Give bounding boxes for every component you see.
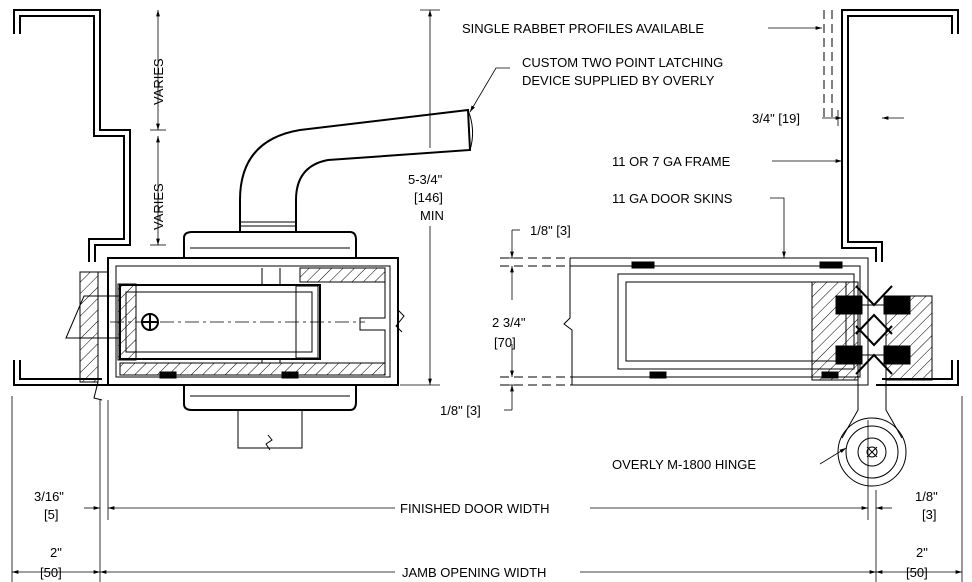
- latch-handle: [239, 108, 474, 232]
- right-frame: [823, 9, 959, 386]
- left-jamb-mm: [50]: [40, 565, 62, 580]
- latch-label-line1: CUSTOM TWO POINT LATCHING: [522, 55, 723, 70]
- right-clear-mm: [3]: [922, 507, 936, 522]
- latch-label-line2: DEVICE SUPPLIED BY OVERLY: [522, 73, 715, 88]
- right-jamb-mm: [50]: [906, 565, 928, 580]
- skin-bottom-dimension: 1/8" [3]: [440, 403, 481, 418]
- thickness-mm: [70]: [494, 335, 516, 350]
- latch-body: [65, 257, 405, 401]
- left-frame: [13, 9, 131, 386]
- varies-mid-label: VARIES: [151, 183, 166, 230]
- finished-width-label: FINISHED DOOR WIDTH: [400, 501, 550, 516]
- skin-top-dimension: 1/8" [3]: [530, 223, 571, 238]
- height-dimension-mm: [146]: [414, 190, 443, 205]
- left-stop-block: [79, 271, 99, 383]
- varies-top-label: VARIES: [151, 58, 166, 105]
- height-dimension-note: MIN: [420, 208, 444, 223]
- right-jamb-in: 2": [916, 545, 928, 560]
- jamb-width-label: JAMB OPENING WIDTH: [402, 565, 546, 580]
- dimension-lines: [11, 9, 963, 582]
- right-clear-in: 1/8": [915, 489, 938, 504]
- hinge-label: OVERLY M-1800 HINGE: [612, 457, 756, 472]
- left-jamb-in: 2": [50, 545, 62, 560]
- rabbet-dimension: 3/4" [19]: [752, 111, 800, 126]
- annotations: SINGLE RABBET PROFILES AVAILABLE CUSTOM …: [34, 21, 938, 580]
- single-rabbet-label: SINGLE RABBET PROFILES AVAILABLE: [462, 21, 704, 36]
- thickness-in: 2 3/4": [492, 315, 526, 330]
- height-dimension-in: 5-3/4": [408, 172, 443, 187]
- frame-label: 11 OR 7 GA FRAME: [612, 154, 731, 169]
- left-clear-mm: [5]: [44, 507, 58, 522]
- left-clear-in: 3/16": [34, 489, 64, 504]
- hinge-assembly: [811, 281, 933, 487]
- latch-flanges: [183, 231, 357, 451]
- door-skins-label: 11 GA DOOR SKINS: [612, 191, 733, 206]
